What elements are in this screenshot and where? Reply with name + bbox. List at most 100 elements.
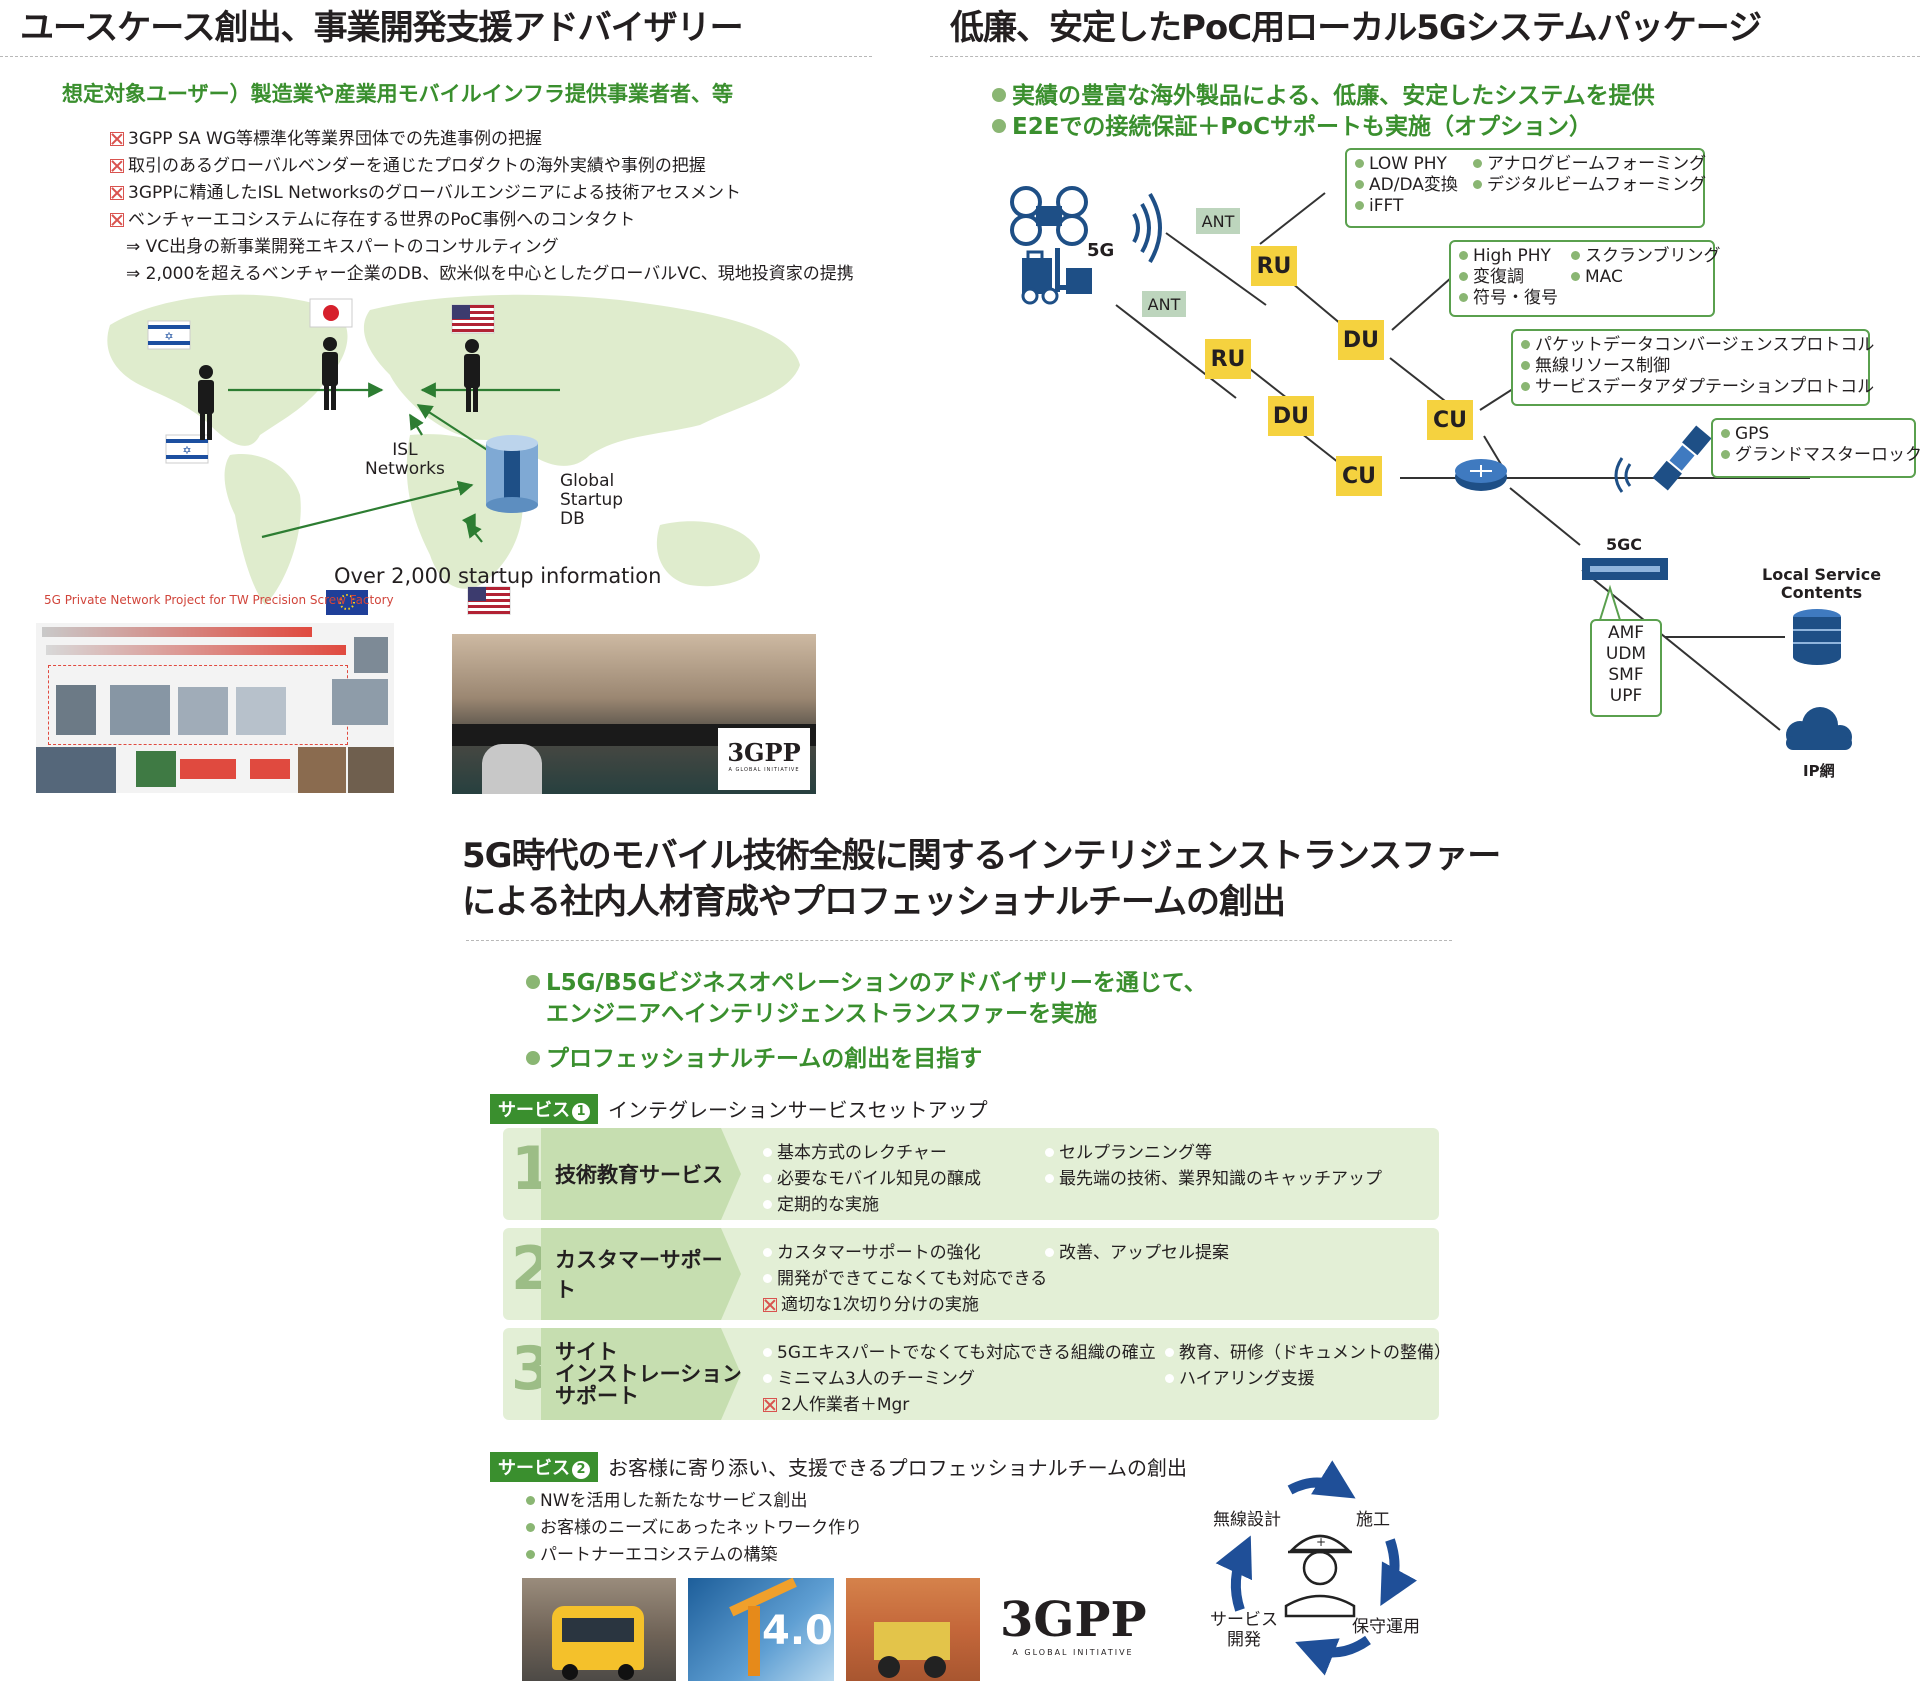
row-item: 教育、研修（ドキュメントの整備） — [1165, 1338, 1451, 1363]
row-item: セルプランニング等 — [1045, 1138, 1212, 1163]
feature-item: 符号・復号 — [1459, 288, 1558, 309]
row-title: カスタマーサポート — [541, 1228, 741, 1320]
ip-network-label: IP網 — [1803, 762, 1835, 780]
right-bullet: 実績の豊富な海外製品による、低廉、安定したシステムを提供 — [992, 76, 1655, 110]
industry40-photo: 4.0 — [688, 1578, 834, 1681]
cycle-label-maintenance: 保守運用 — [1352, 1617, 1420, 1637]
feature-item: LOW PHY — [1355, 154, 1458, 175]
list-item: ベンチャーエコシステムに存在する世界のPoC事例へのコンタクト — [110, 207, 854, 234]
forklift-icon — [1021, 248, 1092, 305]
router-icon — [1455, 459, 1507, 491]
right-title-divider — [930, 56, 1920, 57]
feature-item: iFFT — [1355, 196, 1458, 217]
row-item: 開発ができてこなくても対応できる — [763, 1264, 1047, 1289]
cloud-icon — [1786, 707, 1852, 750]
feature-item: 無線リソース制御 — [1521, 356, 1860, 377]
sub-item: ⇒ VC出身の新事業開発エキスパートのコンサルティング — [126, 237, 559, 257]
row-item: 必要なモバイル知見の醸成 — [763, 1164, 981, 1189]
cu-node-2: CU — [1336, 456, 1382, 496]
3gpp-logo: 3GPP A GLOBAL INITIATIVE — [1000, 1592, 1147, 1657]
service2-title: お客様に寄り添い、支援できるプロフェッショナルチームの創出 — [608, 1456, 1187, 1480]
3gpp-logo-small: 3GPP A GLOBAL INITIATIVE — [718, 728, 810, 790]
feature-item: スクランブリング — [1571, 246, 1721, 267]
row-title: サイト インストレーション サポート — [541, 1328, 741, 1420]
mining-truck-photo — [846, 1578, 980, 1681]
ant-label-1: ANT — [1196, 208, 1240, 234]
world-map-diagram: ✡ ✡ — [107, 294, 800, 615]
service-cycle-diagram: + — [1215, 1460, 1418, 1676]
svg-text:✡: ✡ — [182, 444, 191, 457]
satellite-signal-icon — [1614, 457, 1632, 493]
bottom-title-line1: 5G時代のモバイル技術全般に関するインテリジェンストランスファー — [462, 836, 1501, 876]
feature-item: グランドマスターロック — [1721, 445, 1920, 466]
world-map-shapes — [107, 294, 800, 605]
flag-japan — [309, 298, 353, 328]
bottom-title-divider — [466, 940, 1452, 941]
svg-text:+: + — [1316, 1535, 1326, 1549]
ant-label-2: ANT — [1142, 291, 1186, 317]
list-item: 3GPP SA WG等標準化等業界団体での先進事例の把握 — [110, 126, 854, 153]
local-service-label: Local Service Contents — [1762, 565, 1882, 602]
du-features-callout: High PHY 変復調 符号・復号 スクランブリング MAC — [1449, 240, 1721, 317]
feature-item: GPS — [1721, 424, 1906, 445]
du-node-2: DU — [1268, 396, 1314, 436]
5gc-label: 5GC — [1606, 535, 1643, 554]
flow-arrows — [228, 382, 560, 543]
feature-item: MAC — [1571, 267, 1721, 288]
left-title-divider — [0, 56, 872, 57]
autonomous-bus-photo — [522, 1578, 676, 1681]
checkbox-icon — [110, 213, 124, 227]
list-item: 3GPPに精通したISL Networksのグローバルエンジニアによる技術アセス… — [110, 180, 854, 207]
gps-features-callout: GPS グランドマスターロック — [1711, 418, 1920, 478]
row-item: カスタマーサポートの強化 — [763, 1238, 981, 1263]
feature-item: デジタルビームフォーミング — [1473, 175, 1706, 196]
row-item: 5Gエキスパートでなくても対応できる組織の確立 — [763, 1338, 1156, 1363]
row-item: 最先端の技術、業界知識のキャッチアップ — [1045, 1164, 1382, 1189]
list-item: お客様のニーズにあったネットワーク作り — [526, 1515, 862, 1542]
row-item: ミニマム3人のチーミング — [763, 1364, 975, 1389]
row-item: 適切な1次切り分けの実施 — [763, 1290, 979, 1315]
flag-usa-2 — [467, 586, 511, 615]
service-row-3: 3 サイト インストレーション サポート 5Gエキスパートでなくても対応できる組… — [503, 1328, 1451, 1420]
svg-text:✡: ✡ — [164, 330, 173, 343]
ru-node-1: RU — [1251, 246, 1297, 286]
cycle-label-construction: 施工 — [1356, 1510, 1390, 1530]
service-row-1: 1 技術教育サービス 基本方式のレクチャー 必要なモバイル知見の醸成 定期的な実… — [503, 1128, 1439, 1220]
feature-item: サービスデータアダプテーションプロトコル — [1521, 377, 1874, 398]
satellite-icon — [1652, 425, 1712, 491]
cu-features-callout: パケットデータコンバージェンスプロトコル 無線リソース制御 サービスデータアダプ… — [1511, 329, 1874, 406]
target-users: 想定対象ユーザー）製造業や産業用モバイルインフラ提供事業者者、等 — [62, 82, 733, 106]
project-diagram-image — [36, 623, 394, 793]
core-functions-callout: AMF UDM SMF UPF — [1590, 619, 1662, 717]
row-item: 基本方式のレクチャー — [763, 1138, 947, 1163]
person-icon-right — [464, 339, 480, 412]
row-item: ハイアリング支援 — [1165, 1364, 1315, 1389]
row-item: 改善、アップセル提案 — [1045, 1238, 1229, 1263]
right-bullet: E2Eでの接続保証＋PoCサポートも実施（オプション） — [992, 107, 1592, 141]
du-node-1: DU — [1338, 320, 1384, 360]
cycle-arrow-left — [1215, 1535, 1252, 1612]
isl-networks-label: ISL Networks — [365, 440, 445, 479]
feature-item: パケットデータコンバージェンスプロトコル — [1521, 335, 1874, 356]
bottom-bullet-cont: エンジニアへインテリジェンストランスファーを実施 — [546, 1001, 1098, 1027]
cycle-arrow-bottom — [1295, 1635, 1371, 1676]
cu-node-1: CU — [1427, 400, 1473, 440]
flag-eu — [326, 590, 368, 615]
left-section-title: ユースケース創出、事業開発支援アドバイザリー — [20, 8, 744, 48]
bottom-title-line2: による社内人材育成やプロフェッショナルチームの創出 — [462, 882, 1286, 922]
project-caption: 5G Private Network Project for TW Precis… — [44, 593, 394, 607]
person-icon-center — [322, 337, 338, 410]
list-item: NWを活用した新たなサービス創出 — [526, 1488, 862, 1515]
row-item: 2人作業者＋Mgr — [763, 1390, 909, 1415]
conference-photo: 3GPP A GLOBAL INITIATIVE — [452, 634, 816, 794]
row-title: 技術教育サービス — [541, 1128, 741, 1220]
feature-item: アナログビームフォーミング — [1473, 154, 1706, 175]
feature-item: AD/DA変換 — [1355, 175, 1458, 196]
flag-usa-1 — [451, 304, 495, 334]
list-item: 取引のあるグローバルベンダーを通じたプロダクトの海外実績や事例の把握 — [110, 153, 854, 180]
drone-icon — [1010, 186, 1088, 246]
feature-item: High PHY — [1459, 246, 1558, 267]
global-startup-db-label: Global Startup DB — [560, 471, 624, 529]
